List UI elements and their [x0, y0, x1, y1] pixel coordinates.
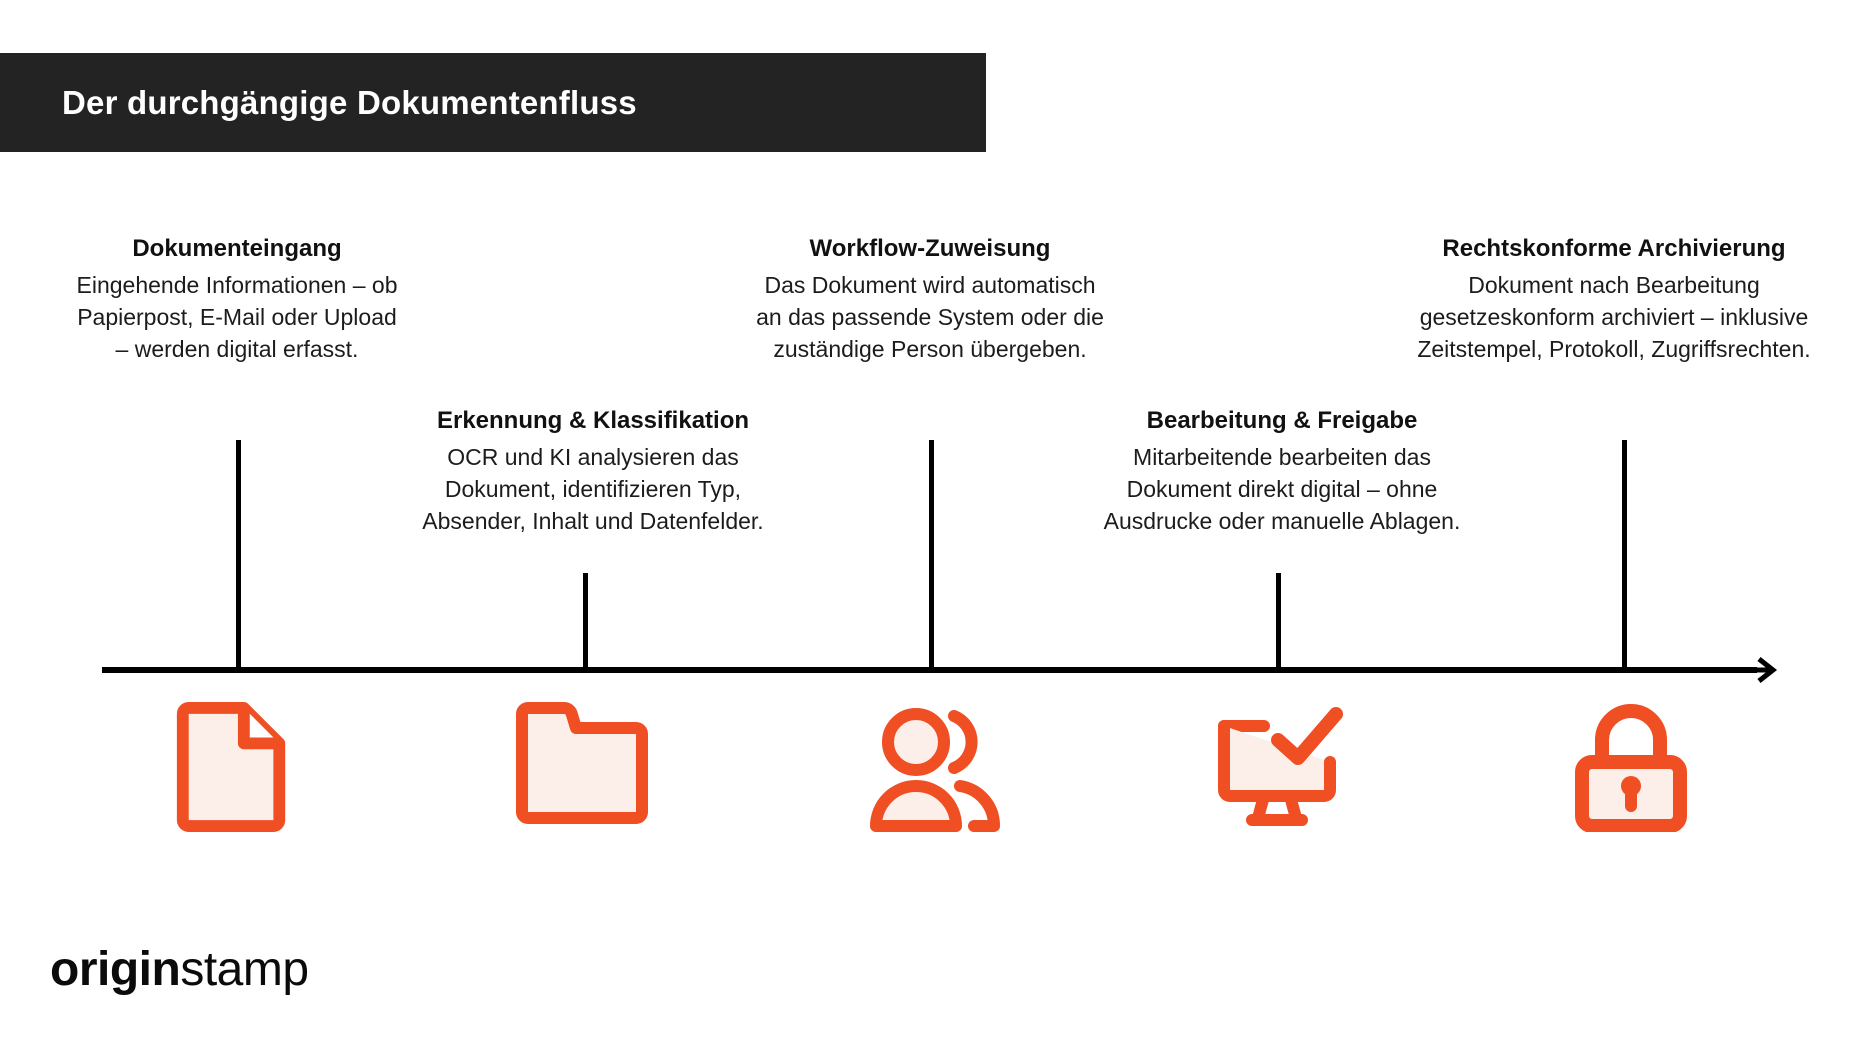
timeline-tick-1 — [236, 440, 241, 670]
timeline-axis — [102, 667, 1757, 673]
logo-origin-text: origin — [50, 943, 181, 996]
logo-stamp-text: stamp — [180, 943, 309, 996]
step-2-label: Erkennung & Klassifikation OCR und KI an… — [372, 404, 814, 538]
people-icon — [862, 704, 1008, 834]
page-title: Der durchgängige Dokumentenfluss — [62, 83, 637, 121]
document-icon — [176, 702, 292, 832]
step-2-title: Erkennung & Klassifikation — [436, 407, 750, 434]
timeline-tick-2 — [583, 573, 588, 670]
monitor-check-icon — [1204, 700, 1350, 832]
axis-arrow-icon — [1745, 652, 1781, 688]
step-3-description: Das Dokument wird automatisch an das pas… — [756, 272, 1104, 363]
timeline-tick-5 — [1622, 440, 1627, 670]
step-4-description: Mitarbeitende bearbeiten das Dokument di… — [1103, 444, 1461, 535]
step-1-description: Eingehende Informationen – ob Papierpost… — [76, 272, 398, 363]
step-4-title: Bearbeitung & Freigabe — [1146, 407, 1418, 434]
step-5-label: Rechtskonforme Archivierung Dokument nac… — [1372, 232, 1856, 366]
step-5-description: Dokument nach Bearbeitung gesetzeskonfor… — [1417, 272, 1811, 363]
folder-icon — [516, 702, 648, 824]
step-3-title: Workflow-Zuweisung — [809, 235, 1051, 262]
timeline-tick-4 — [1276, 573, 1281, 670]
originstamp-logo: originstamp — [50, 942, 309, 997]
lock-icon — [1570, 700, 1692, 832]
step-1-title: Dokumenteingang — [132, 235, 342, 262]
step-1-label: Dokumenteingang Eingehende Informationen… — [22, 232, 452, 366]
step-4-label: Bearbeitung & Freigabe Mitarbeitende bea… — [1062, 404, 1502, 538]
step-3-label: Workflow-Zuweisung Das Dokument wird aut… — [713, 232, 1147, 366]
timeline-tick-3 — [929, 440, 934, 670]
step-2-description: OCR und KI analysieren das Dokument, ide… — [422, 444, 764, 535]
step-5-title: Rechtskonforme Archivierung — [1442, 235, 1786, 262]
title-bar: Der durchgängige Dokumentenfluss — [0, 53, 986, 152]
